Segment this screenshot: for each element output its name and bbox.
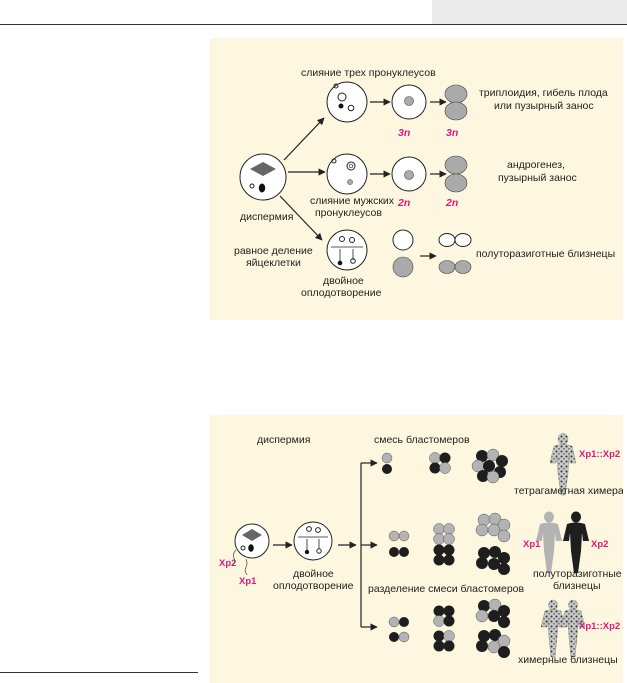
label-double-fert-2: оплодотворение [301,287,382,299]
arrow-up [283,117,325,161]
label-androgenesis-1: андрогенез, [507,159,565,171]
header-rule [0,24,627,25]
zygote-three-pronuclei [326,81,368,123]
branch-bracket [360,459,378,631]
header-tab [432,0,627,24]
mix-morula [471,448,508,484]
label-androgenesis-2: пузырный занос [498,172,577,184]
label-double-fert-1: двойное [323,275,364,287]
dispermy-egg-2 [234,523,270,559]
chim-morula [475,598,511,658]
label-triploidy-1: триплоидия, гибель плода [479,87,608,99]
sep-2cell [388,530,410,557]
mix-2cell [381,452,393,474]
zygote-3n [391,84,427,120]
zygote-male-fusion [326,153,368,195]
dispermy-egg [239,153,287,201]
figure-tetragametic-chimera [549,433,577,496]
mix-4cell [429,452,451,474]
twin-embryos [438,233,472,274]
ploidy-3n-b: 3n [446,127,458,139]
label-sesquizygotic-2a: полуторазиготные [533,568,622,580]
two-cell-2n [444,155,468,193]
ploidy-2n-a: 2n [397,197,410,209]
zygote-2n [391,156,427,192]
label-equal-division-2: яйцеклетки [246,257,301,269]
figure-gray-twin [536,511,562,573]
label-equal-division-1: равное деление [234,245,313,257]
label-triploidy-2: или пузырный занос [494,100,594,112]
label-male-fusion-1: слияние мужских [310,195,395,207]
ploidy-3n-a: 3n [398,127,410,139]
label-chimeric: химерные близнецы [518,654,618,666]
zygote-double-fert-2 [293,521,333,561]
footnote-rule [0,672,198,673]
label-twin-xp1: Xp1 [523,539,541,550]
label-xp1: Xp1 [239,576,257,587]
label-sesquizygotic-2b: близнецы [553,580,601,592]
sep-morula [475,512,511,575]
label-male-fusion-2: пронуклеусов [315,207,382,219]
figure-blastomere-chimeras-svg: диспермия смесь бластомеров Xp2 Xp1 двой… [219,433,623,666]
figure-dispermy-outcomes: диспермия слияние трех пронуклеусов 3n 3… [210,38,623,320]
sperm-tail-1 [231,549,237,567]
arrow-down [279,195,323,241]
zygote-double-fert [326,229,368,271]
sperm-tail-2 [244,558,248,576]
label-xp1xp2-a: Xp1::Xp2 [579,449,620,460]
label-xp2: Xp2 [219,558,236,569]
chim-4cell [433,605,455,652]
label-tetragametic: тетрагаметная химера [514,485,623,497]
figure-black-twin [563,511,589,573]
label-double-fert-b: оплодотворение [273,580,354,592]
two-cell-3n [444,84,468,121]
sep-4cell [433,523,455,566]
figure-dispermy-outcomes-svg: диспермия слияние трех пронуклеусов 3n 3… [234,67,615,299]
label-twin-xp2: Xp2 [591,539,608,550]
figure-blastomere-chimeras: диспермия смесь бластомеров Xp2 Xp1 двой… [210,415,623,683]
ploidy-2n-b: 2n [445,197,458,209]
label-sesquizygotic: полуторазиготные близнецы [476,248,615,260]
label-blastomere-mix: смесь бластомеров [374,434,470,446]
separated-cells [392,229,414,278]
label-xp1xp2-b: Xp1::Xp2 [579,621,620,632]
figure-chimeric-twins [540,599,586,658]
chim-2cell [388,616,410,643]
label-dispermy-2: диспермия [257,434,310,446]
label-separation: разделение смеси бластомеров [368,583,525,595]
label-fusion-three: слияние трех пронуклеусов [301,67,436,79]
label-dispermy: диспермия [240,211,293,223]
label-double-fert-a: двойное [293,568,334,580]
